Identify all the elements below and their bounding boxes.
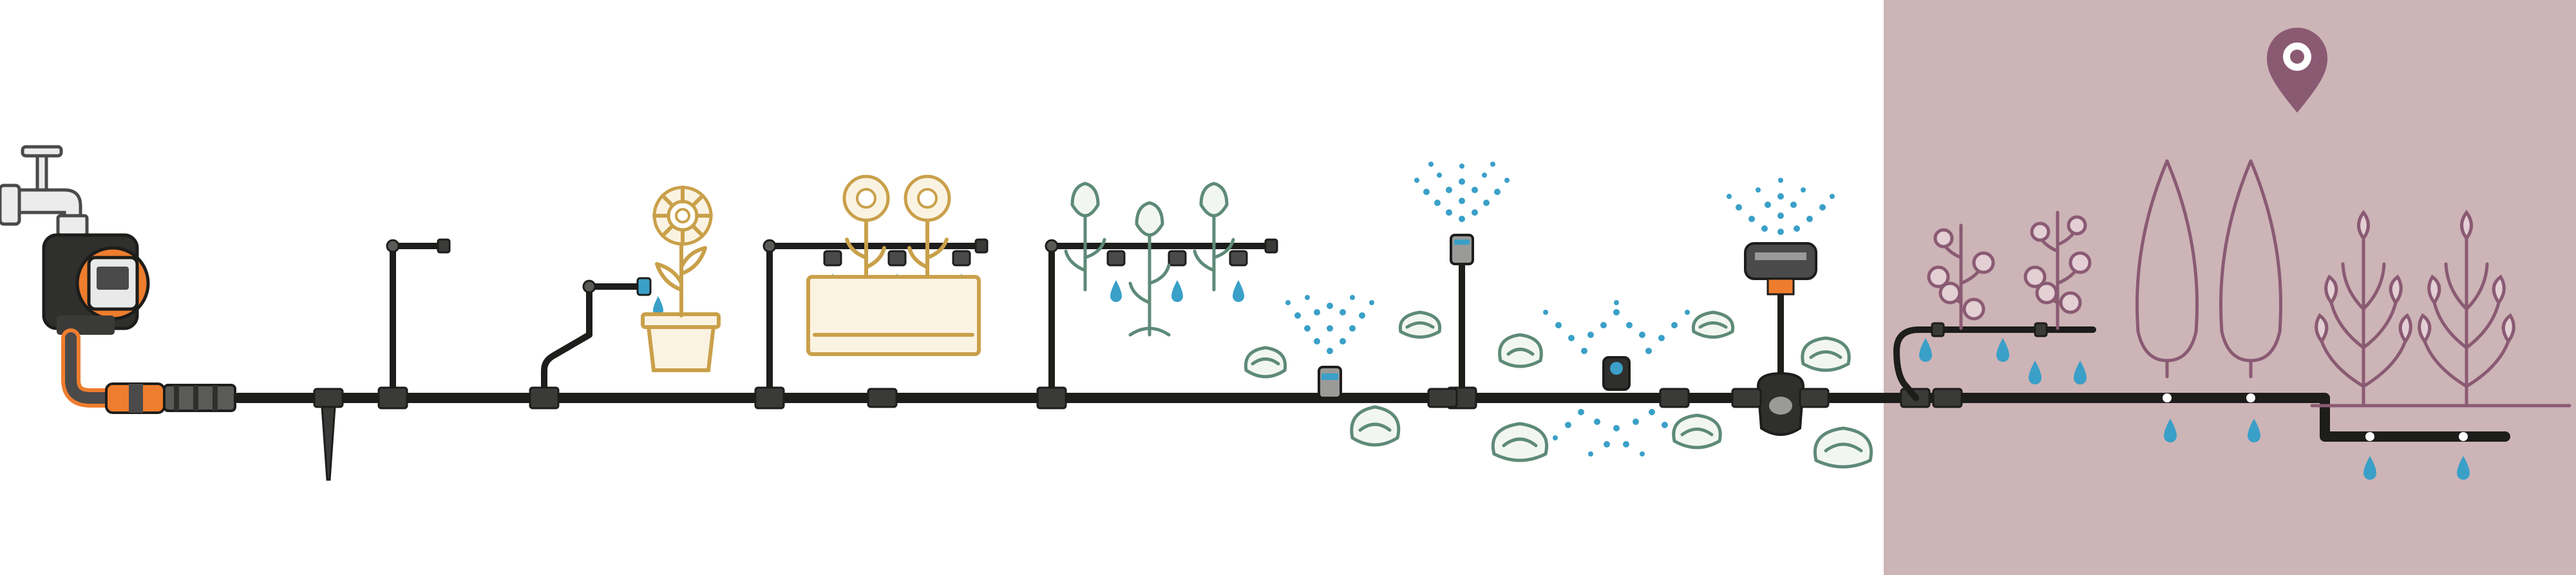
tomato-plant-icon [1893, 211, 2096, 401]
flower-box-icon [754, 174, 989, 410]
pop-up-sprinkler-icon [1285, 295, 1374, 399]
sunflower-pot-icon [529, 185, 721, 410]
lettuce-icon [1244, 310, 1873, 469]
cypress-tree-icon [2135, 159, 2283, 442]
rotary-sprinkler-icon [1727, 178, 1835, 436]
sunflower-head [652, 185, 713, 246]
garden-hose-icon [61, 328, 236, 414]
irrigation-timer-icon [42, 233, 150, 335]
riser-end-cap [377, 238, 451, 410]
water-tap-icon [0, 145, 89, 237]
location-pin-icon [2267, 28, 2327, 113]
ground-spike-icon [313, 388, 344, 481]
water-spray-icon [1543, 300, 1690, 457]
shrub-icon [2310, 209, 2571, 480]
dripper-icon [1106, 250, 1248, 302]
water-spray-icon [1727, 178, 1835, 235]
spray-nozzle-icon [1414, 162, 1510, 410]
water-spray-icon [1414, 162, 1510, 222]
soil-background [1884, 0, 2576, 575]
water-spray-icon [1285, 295, 1374, 354]
main-pipe [233, 393, 2510, 442]
circle-sprinkler-icon [1543, 300, 1690, 457]
pipe-connectors [867, 388, 1963, 408]
rose-bed-icon [1036, 182, 1278, 410]
